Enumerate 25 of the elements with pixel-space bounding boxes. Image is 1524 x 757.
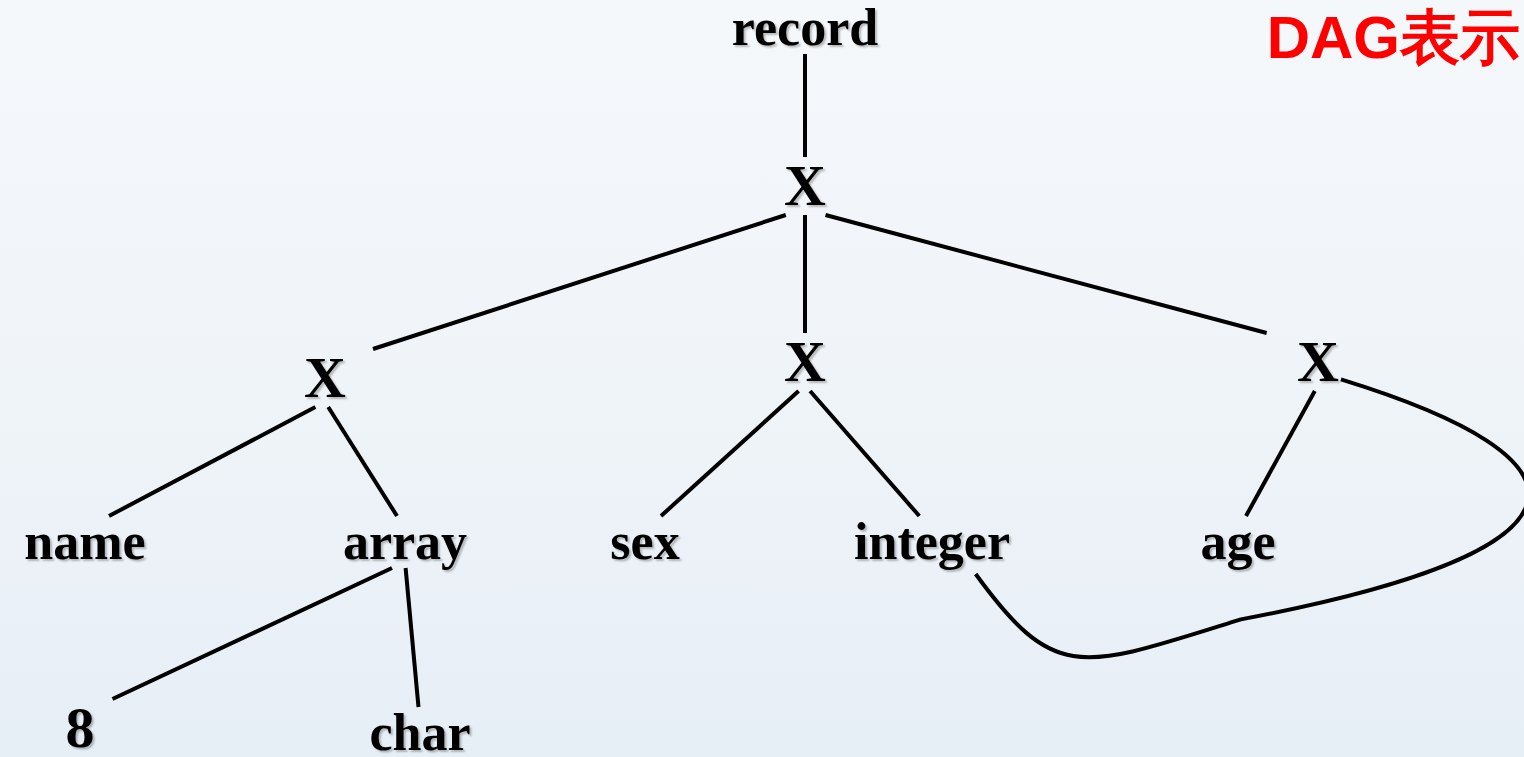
node-label: X bbox=[784, 157, 826, 215]
connector-line bbox=[1244, 390, 1317, 517]
connector-line bbox=[803, 54, 807, 157]
node-label: record bbox=[731, 2, 879, 54]
connector-line bbox=[403, 567, 421, 708]
node-label: X bbox=[1297, 333, 1339, 391]
connector-line bbox=[974, 377, 1524, 659]
connector-line bbox=[326, 405, 399, 518]
node-label: sex bbox=[610, 516, 680, 568]
connector-line bbox=[372, 213, 787, 351]
connector-line bbox=[108, 405, 317, 518]
node-label: name bbox=[24, 516, 146, 568]
title: DAG表示 bbox=[1266, 8, 1520, 68]
node-label: age bbox=[1200, 516, 1276, 568]
node-label: array bbox=[342, 516, 468, 568]
connector-line bbox=[825, 213, 1268, 335]
node-label: X bbox=[784, 333, 826, 391]
connector-line bbox=[111, 566, 393, 701]
connector-line bbox=[808, 389, 921, 518]
node-label: 8 bbox=[65, 699, 95, 757]
connector-line bbox=[803, 215, 807, 333]
node-label: X bbox=[304, 349, 346, 407]
node-label: char bbox=[369, 707, 471, 757]
connector-line bbox=[659, 389, 800, 518]
node-label: integer bbox=[854, 516, 1010, 568]
